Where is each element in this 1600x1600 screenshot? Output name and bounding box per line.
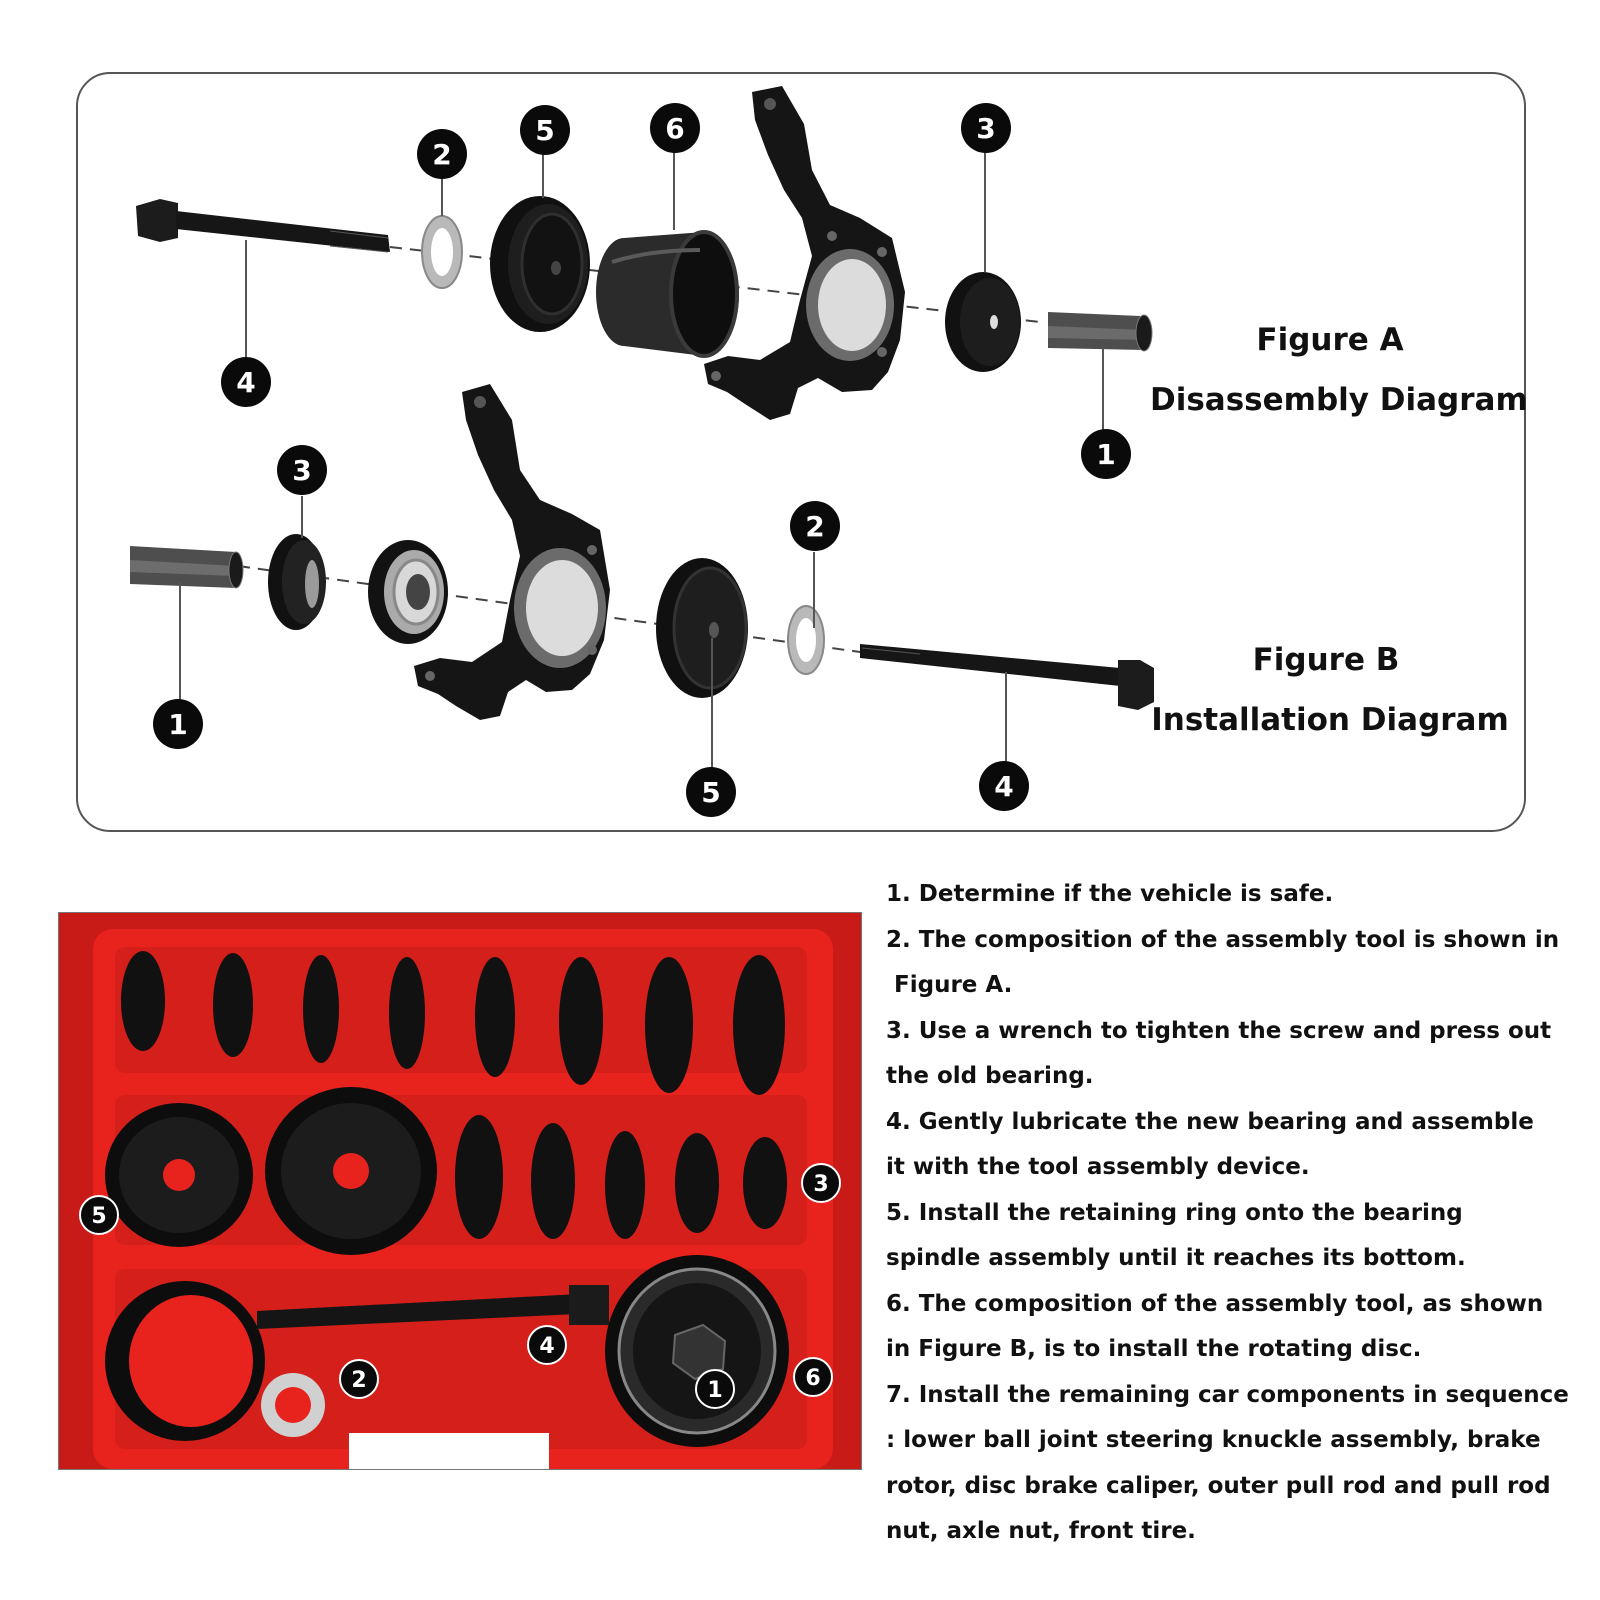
bolt-part	[136, 199, 390, 253]
callout-label: 4	[539, 1334, 554, 1359]
bearing-part	[368, 540, 448, 644]
step-line: 6. The composition of the assembly tool,…	[886, 1290, 1544, 1317]
step-line: 5. Install the retaining ring onto the b…	[886, 1199, 1463, 1226]
figure-a-subtitle: Disassembly Diagram	[1150, 382, 1528, 418]
callout-label: 3	[813, 1172, 828, 1197]
callout-badge: 3	[961, 103, 1011, 153]
figure-a-parts	[136, 86, 1153, 432]
steering-knuckle-b	[414, 384, 610, 720]
steering-knuckle-a	[704, 86, 905, 420]
adapter-row-top	[115, 947, 807, 1095]
callout-badge: 3	[277, 445, 327, 495]
step-line: 3. Use a wrench to tighten the screw and…	[886, 1017, 1552, 1044]
callout-label: 2	[351, 1368, 366, 1393]
figure-b-subtitle: Installation Diagram	[1151, 702, 1509, 738]
step-line: the old bearing.	[886, 1063, 1094, 1089]
callout-badge: 1	[153, 699, 203, 749]
adapter-row-bottom	[105, 1255, 807, 1469]
step-line: 7. Install the remaining car components …	[886, 1381, 1569, 1408]
step-line: 2. The composition of the assembly tool …	[886, 926, 1560, 953]
spacer-disc-part	[945, 272, 1021, 372]
washer-part-b	[787, 605, 825, 675]
callout-badge: 5	[686, 767, 736, 817]
step-line: : lower ball joint steering knuckle asse…	[886, 1427, 1541, 1453]
callout-label: 5	[91, 1204, 106, 1229]
callout-badge: 6	[650, 103, 700, 153]
figure-b-parts	[130, 384, 1154, 772]
adapter-nut-part-b	[130, 546, 244, 589]
receiving-cup-part-b	[656, 558, 748, 698]
step-line: it with the tool assembly device.	[886, 1154, 1310, 1180]
callout-label: 5	[701, 776, 720, 809]
callout-badge: 5	[520, 105, 570, 155]
figure-b-title: Figure B	[1252, 642, 1400, 678]
callout-label: 6	[665, 112, 684, 145]
callout-label: 6	[805, 1366, 820, 1391]
callout-badge: 6	[793, 1357, 833, 1397]
step-line: 4. Gently lubricate the new bearing and …	[886, 1108, 1534, 1135]
callout-badge: 2	[790, 501, 840, 551]
callout-badge: 4	[979, 761, 1029, 811]
callout-badge: 4	[221, 357, 271, 407]
callout-badge: 5	[79, 1195, 119, 1235]
callout-label: 4	[236, 366, 255, 399]
callout-label: 1	[1096, 438, 1115, 471]
sleeve-part	[596, 230, 739, 358]
callout-label: 1	[168, 708, 187, 741]
step-line: 1. Determine if the vehicle is safe.	[886, 881, 1334, 907]
step-line: rotor, disc brake caliper, outer pull ro…	[886, 1472, 1551, 1499]
instruction-steps: 1. Determine if the vehicle is safe. 2. …	[886, 872, 1586, 1555]
adapter-nut-part	[1048, 312, 1153, 352]
tool-case-illustration: 5 3 4 2 1 6	[59, 913, 861, 1469]
washer-part	[421, 215, 463, 289]
callout-label: 1	[707, 1378, 722, 1403]
receiving-cup-part	[490, 196, 590, 332]
figure-a-title: Figure A	[1256, 322, 1404, 358]
adapter-row-middle	[105, 1087, 807, 1255]
callout-label: 2	[805, 510, 824, 543]
step-line: Figure A.	[886, 972, 1013, 998]
step-line: nut, axle nut, front tire.	[886, 1518, 1196, 1544]
bolt-part-b	[860, 644, 1154, 710]
callout-label: 2	[432, 138, 451, 171]
callout-badge: 4	[527, 1325, 567, 1365]
step-line: in Figure B, is to install the rotating …	[886, 1336, 1422, 1362]
callout-label: 4	[994, 770, 1013, 803]
callout-label: 3	[292, 454, 311, 487]
tool-case-photo: 5 3 4 2 1 6	[58, 912, 862, 1470]
callout-label: 3	[976, 112, 995, 145]
callout-badge: 1	[1081, 429, 1131, 479]
callout-badge: 3	[801, 1163, 841, 1203]
callout-badge: 2	[417, 129, 467, 179]
exploded-diagram: 2 5 6 3 4 1 3 2 1 5 4	[130, 86, 1154, 817]
callout-badge: 2	[339, 1359, 379, 1399]
callout-badge: 1	[695, 1369, 735, 1409]
callout-label: 5	[535, 114, 554, 147]
step-line: spindle assembly until it reaches its bo…	[886, 1245, 1466, 1271]
spacer-disc-part-b	[268, 534, 326, 630]
